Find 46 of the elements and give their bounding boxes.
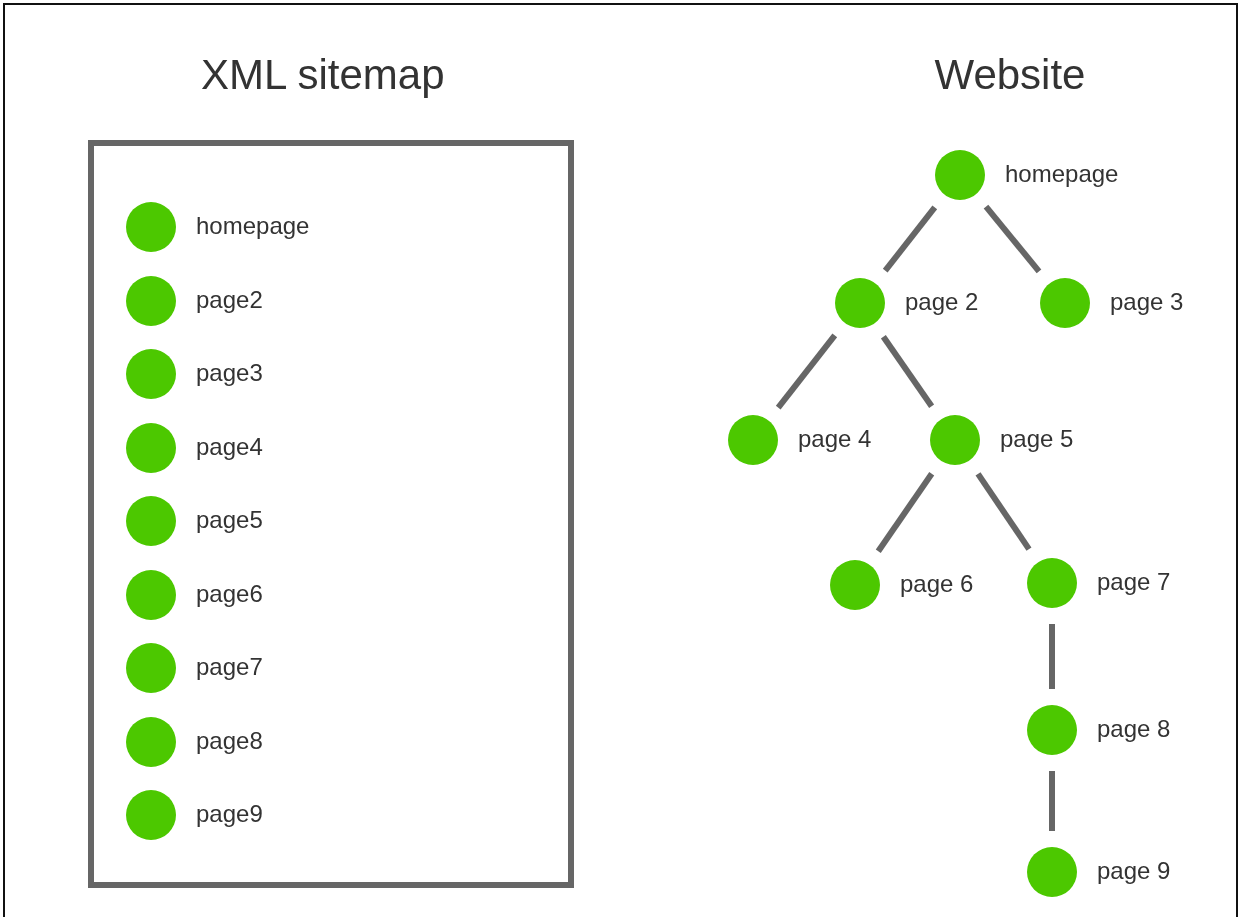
page-label: page 8 [1097,715,1171,743]
connector-line [983,204,1042,274]
page-label: page3 [196,359,263,387]
page-circle [1027,558,1077,608]
page-label: page9 [196,800,263,828]
connector-line [1049,624,1055,689]
page-label: page5 [196,506,263,534]
heading: Website [934,51,1086,99]
page-label: page6 [196,580,263,608]
page-circle [126,496,176,546]
page-label: page8 [196,727,263,755]
connector-line [880,334,935,409]
page-label: page 3 [1110,288,1184,316]
page-circle [935,150,985,200]
heading: XML sitemap [201,51,445,99]
page-label: homepage [1005,160,1119,188]
page-circle [126,276,176,326]
page-circle [126,570,176,620]
page-circle [1027,847,1077,897]
connector-line [1049,771,1055,831]
page-label: page7 [196,653,263,681]
connector-line [875,472,935,553]
page-label: page2 [196,286,263,314]
page-circle [126,202,176,252]
connector-line [882,205,938,273]
page-label: page 9 [1097,857,1171,885]
page-circle [1040,278,1090,328]
page-label: page 7 [1097,568,1171,596]
page-circle [1027,705,1077,755]
page-label: page 6 [900,570,974,598]
connector-line [775,333,838,410]
page-label: page4 [196,433,263,461]
page-label: homepage [196,212,310,240]
page-circle [835,278,885,328]
page-circle [728,415,778,465]
connector-line [975,472,1032,551]
page-circle [126,643,176,693]
page-label: page 5 [1000,425,1074,453]
page-circle [126,349,176,399]
page-circle [126,790,176,840]
page-circle [930,415,980,465]
page-label: page 2 [905,288,979,316]
page-circle [830,560,880,610]
page-circle [126,423,176,473]
page-circle [126,717,176,767]
page-label: page 4 [798,425,872,453]
